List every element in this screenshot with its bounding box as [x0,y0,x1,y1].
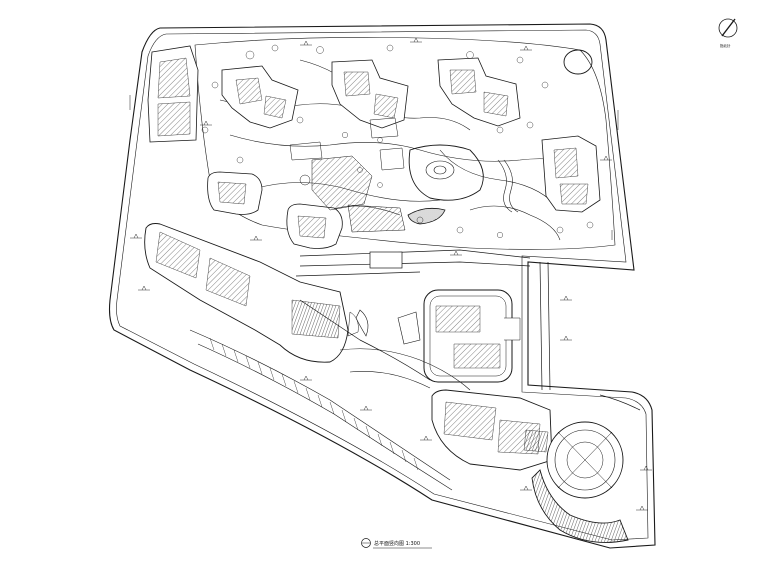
tower-f [286,203,343,249]
site-boundary [108,23,656,549]
plaza-features [339,309,471,391]
round-landmark-building [531,421,629,543]
tower-d [541,135,601,213]
north-arrow-label: 指北针 [720,43,731,48]
edge-annotations [129,95,619,240]
elevation-markers [130,37,652,511]
central-tower [423,289,521,383]
commercial-podium-west [144,223,359,363]
tower-c [437,57,521,127]
northwest-building [147,45,199,143]
garden-detail-clusters [289,117,424,233]
drawing-title-block: 总平面竖向图 1:300 [361,538,432,549]
north-arrow-needle [721,18,736,37]
residential-towers [207,57,601,249]
retaining-wall-steps [189,329,453,491]
north-arrow: 指北针 [718,18,738,48]
tower-e [207,171,263,215]
commercial-podium-south [431,389,553,471]
drawing-title: 总平面竖向图 1:300 [374,540,420,547]
central-road [295,249,531,381]
east-service-road [539,261,641,411]
title-marker-icon [361,538,371,548]
north-arrow-circle [718,18,738,38]
tower-b [331,59,409,129]
tower-a [221,65,299,129]
